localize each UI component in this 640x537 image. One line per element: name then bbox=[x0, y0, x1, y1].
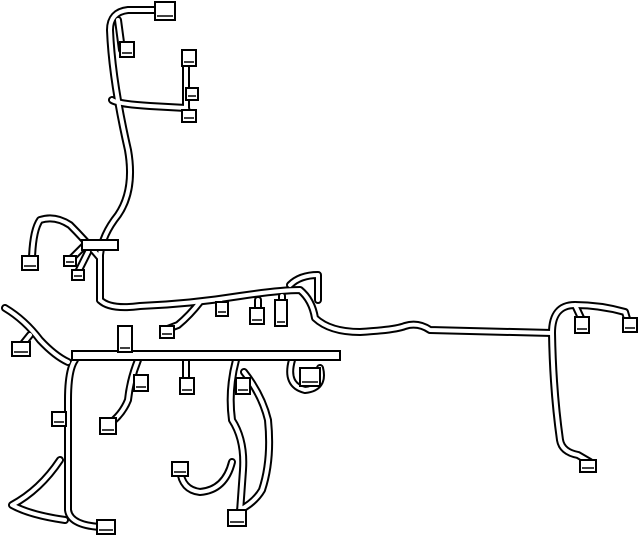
wire bbox=[66, 358, 107, 529]
connector bbox=[185, 87, 199, 101]
wire bbox=[178, 460, 234, 494]
connector bbox=[119, 41, 135, 58]
connector bbox=[117, 325, 133, 353]
wire bbox=[163, 300, 202, 332]
connector bbox=[579, 459, 597, 473]
connector bbox=[63, 255, 77, 267]
connector bbox=[71, 269, 85, 281]
connector bbox=[11, 341, 31, 357]
wire-outline bbox=[64, 356, 109, 531]
connector bbox=[51, 411, 67, 427]
connector bbox=[99, 417, 117, 435]
connector bbox=[171, 461, 189, 477]
wire bbox=[228, 358, 246, 514]
connector bbox=[181, 49, 197, 67]
wire bbox=[238, 370, 272, 512]
connector bbox=[227, 509, 247, 527]
wire bbox=[3, 306, 70, 364]
connector bbox=[159, 325, 175, 339]
harness-clip bbox=[81, 239, 119, 251]
connector bbox=[249, 307, 265, 325]
connector bbox=[622, 317, 638, 333]
connector bbox=[21, 255, 39, 271]
wire bbox=[550, 331, 592, 464]
wire bbox=[76, 250, 90, 274]
connector bbox=[235, 377, 251, 395]
connector bbox=[274, 299, 288, 327]
connector bbox=[96, 519, 116, 535]
wire bbox=[110, 63, 188, 110]
connector bbox=[574, 316, 590, 334]
connector bbox=[154, 1, 176, 21]
wire-outline bbox=[548, 329, 594, 466]
wire-outline bbox=[8, 456, 69, 524]
main-trunk bbox=[71, 350, 341, 361]
wire-fills bbox=[3, 8, 630, 529]
wire bbox=[288, 273, 320, 302]
connector bbox=[179, 377, 195, 395]
connector bbox=[299, 367, 321, 387]
wire bbox=[98, 8, 167, 302]
connectors bbox=[11, 1, 638, 535]
connector bbox=[215, 301, 229, 317]
wire bbox=[10, 458, 67, 522]
wire bbox=[98, 288, 554, 335]
connector bbox=[133, 374, 149, 392]
connector bbox=[181, 109, 197, 123]
